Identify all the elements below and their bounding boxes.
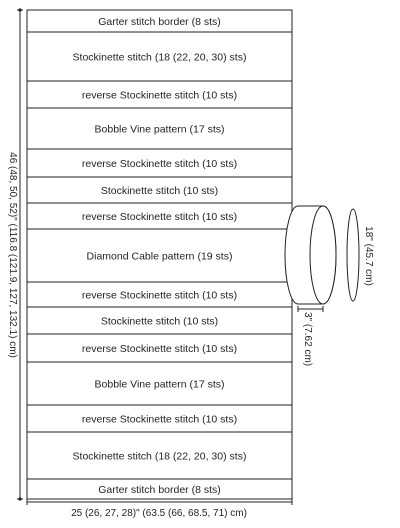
section-box [26,431,293,480]
pillow-end-face [309,205,337,305]
section-label: Stockinette stitch (10 sts) [101,185,218,197]
section-box [26,478,293,500]
section-label: Garter stitch border (8 sts) [98,16,221,28]
width-dimension: 25 (26, 27, 28)" (63.5 (66, 68.5, 71) cm… [26,499,293,519]
pillow-drawing [284,205,360,305]
pillow-depth-label: 3" (7.62 cm) [302,312,313,366]
section-label: Garter stitch border (8 sts) [98,484,221,496]
section-box [26,404,293,433]
section-label: reverse Stockinette stitch (10 sts) [82,89,237,101]
section-label: Stockinette stitch (18 (22, 20, 30) sts) [73,51,247,63]
section-box [26,80,293,109]
section-box [26,281,293,308]
length-dimension-label: 46 (48, 50, 52)" (116.8 (121.9, 127, 132… [7,152,18,358]
section-label: reverse Stockinette stitch (10 sts) [82,343,237,355]
section-box [26,31,293,82]
section-label: reverse Stockinette stitch (10 sts) [82,211,237,223]
length-top-endpoint [18,8,22,12]
section-label: reverse Stockinette stitch (10 sts) [82,289,237,301]
blanket-sections: Garter stitch border (8 sts) Stockinette … [26,9,293,500]
length-dimension: 46 (48, 50, 52)" (116.8 (121.9, 127, 132… [7,8,23,501]
section-label: Diamond Cable pattern (19 sts) [87,250,233,262]
pillow-depth-dimension: 3" (7.62 cm) [297,306,324,366]
section-label: Stockinette stitch (10 sts) [101,315,218,327]
section-box [26,333,293,363]
section-label: Stockinette stitch (18 (22, 20, 30) sts) [73,450,247,462]
pillow-diameter-label: 18" (45.7 cm) [363,226,374,286]
section-label: Bobble Vine pattern (17 sts) [95,123,225,135]
section-label: Bobble Vine pattern (17 sts) [95,378,225,390]
width-dimension-label: 25 (26, 27, 28)" (63.5 (66, 68.5, 71) cm… [71,508,247,519]
section-box [26,306,293,335]
pillow-diameter-outline [346,208,360,302]
section-box [26,228,293,283]
section-label: reverse Stockinette stitch (10 sts) [82,413,237,425]
section-label: reverse Stockinette stitch (10 sts) [82,158,237,170]
section-box [26,107,293,150]
length-bottom-endpoint [18,497,22,501]
